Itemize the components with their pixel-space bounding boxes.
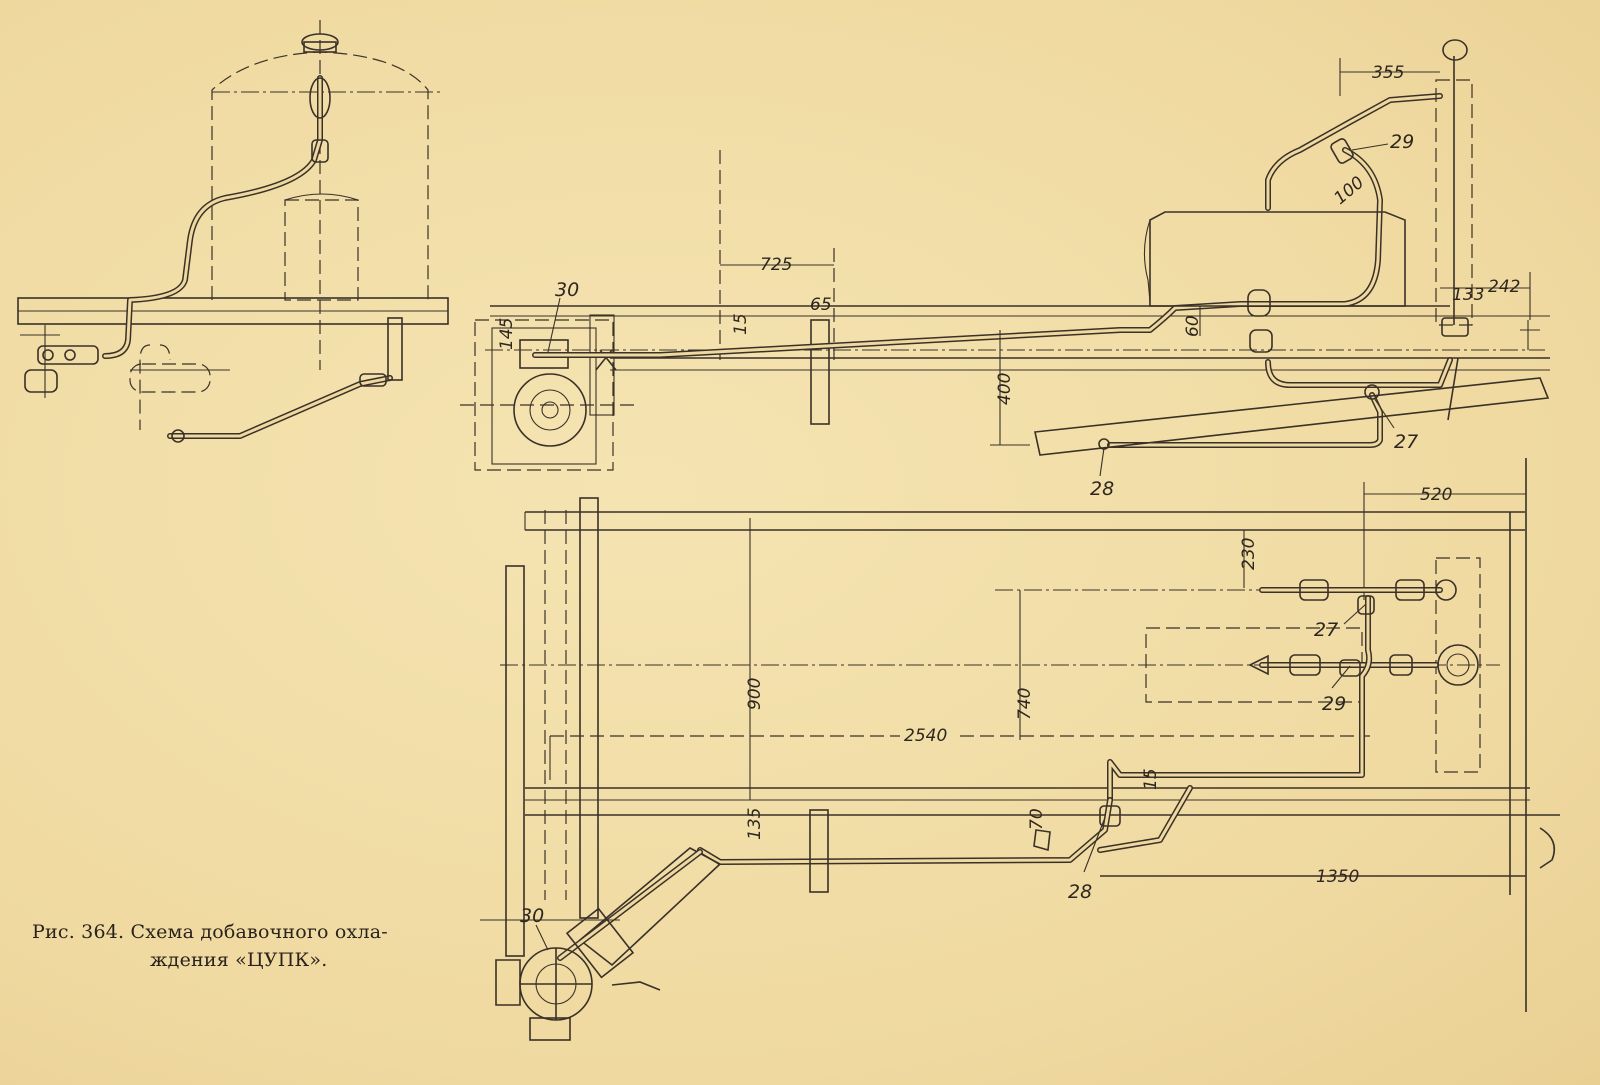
dim-740: 740 <box>1015 688 1035 720</box>
dim-145: 145 <box>497 318 517 350</box>
end-view <box>17 20 449 443</box>
dim-355: 355 <box>1372 63 1404 83</box>
callouts: 29 30 27 28 27 29 28 30 <box>520 131 1418 951</box>
dim-2540: 2540 <box>904 726 947 746</box>
dim-725: 725 <box>760 255 792 275</box>
callout-28-bottom: 28 <box>1068 881 1092 903</box>
dim-135: 135 <box>745 808 765 840</box>
callout-30-top: 30 <box>555 279 579 301</box>
callout-27-bottom: 27 <box>1314 619 1338 641</box>
dim-15-bottom: 15 <box>1141 768 1161 790</box>
side-view <box>460 39 1550 471</box>
dim-133: 133 <box>1452 285 1484 305</box>
figure-caption: Рис. 364. Схема добавочного охла- ждения… <box>32 918 432 974</box>
dim-230: 230 <box>1239 538 1259 570</box>
plan-view <box>480 458 1560 1041</box>
dim-60: 60 <box>1183 315 1203 337</box>
dim-100: 100 <box>1330 173 1368 209</box>
callout-27-top: 27 <box>1394 431 1418 453</box>
dimension-labels: 355 100 725 65 15 60 145 400 133 242 520… <box>497 63 1520 887</box>
callout-29-bottom: 29 <box>1322 693 1346 715</box>
callout-30-bottom: 30 <box>520 905 544 927</box>
caption-line-1: Рис. 364. Схема добавочного охла- <box>32 921 388 943</box>
dim-242: 242 <box>1488 277 1520 297</box>
dim-900: 900 <box>745 678 765 710</box>
callout-28-top: 28 <box>1090 478 1114 500</box>
dim-1350: 1350 <box>1316 867 1359 887</box>
dim-400: 400 <box>995 373 1015 405</box>
dim-520: 520 <box>1420 485 1452 505</box>
dim-15-top: 15 <box>731 313 751 335</box>
caption-line-2: ждения «ЦУПК». <box>150 949 328 971</box>
callout-29-top: 29 <box>1390 131 1414 153</box>
dim-70: 70 <box>1027 808 1047 830</box>
dim-65: 65 <box>810 295 832 315</box>
